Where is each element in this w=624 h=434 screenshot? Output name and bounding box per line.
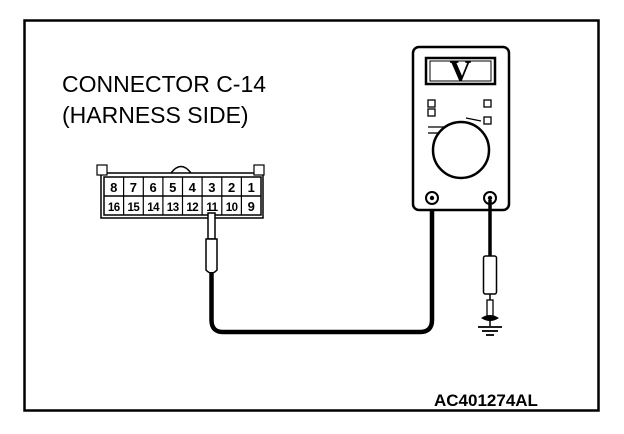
- ground-probe-handle: [482, 255, 498, 295]
- connector-title-line1: CONNECTOR C-14: [62, 71, 266, 97]
- pin-label: 8: [110, 180, 117, 195]
- pin-label: 6: [149, 180, 156, 195]
- pin-label: 16: [108, 202, 120, 214]
- connector-shell: [100, 172, 264, 219]
- connector-lock-tab: [170, 165, 192, 174]
- pin-label: 10: [226, 202, 238, 214]
- test-probe: [205, 212, 218, 274]
- pin-label: 1: [248, 180, 255, 195]
- probe-tip: [207, 212, 216, 240]
- voltmeter-dial: [431, 120, 491, 180]
- connector-c14: 8 7 6 5 4 3 2 1 16 15 14 13 12 11 10 9: [96, 164, 265, 219]
- figure-code: AC401274AL: [434, 391, 538, 410]
- voltmeter-display-text: V: [450, 55, 472, 88]
- pin-label: 3: [208, 180, 215, 195]
- test-lead-black: [209, 199, 435, 335]
- voltmeter-indicator: [427, 99, 436, 108]
- connector-title-line2: (HARNESS SIDE): [62, 102, 249, 128]
- probe-handle: [205, 238, 218, 274]
- pin-label: 4: [189, 180, 197, 195]
- connector-ear-right: [253, 164, 265, 176]
- pin-label: 15: [128, 202, 141, 214]
- pin-label: 2: [228, 180, 235, 195]
- voltmeter-indicator: [483, 116, 492, 125]
- ground-symbol: [478, 326, 502, 336]
- pin-label: 12: [186, 202, 198, 214]
- voltmeter-indicator: [427, 108, 436, 117]
- ground-clip: [481, 315, 499, 321]
- pin-label: 14: [147, 202, 160, 214]
- pin-label: 5: [169, 180, 176, 195]
- pin-label: 11: [206, 202, 218, 214]
- pin-label: 7: [130, 180, 137, 195]
- voltmeter-indicator: [483, 99, 492, 108]
- voltmeter-display: [424, 56, 497, 86]
- voltmeter: V: [411, 45, 511, 212]
- figure-frame: [23, 19, 600, 412]
- pin-label: 9: [248, 199, 255, 214]
- ground-probe-tip: [486, 299, 494, 317]
- pin-label: 13: [167, 202, 179, 214]
- connector-ear-left: [96, 164, 108, 176]
